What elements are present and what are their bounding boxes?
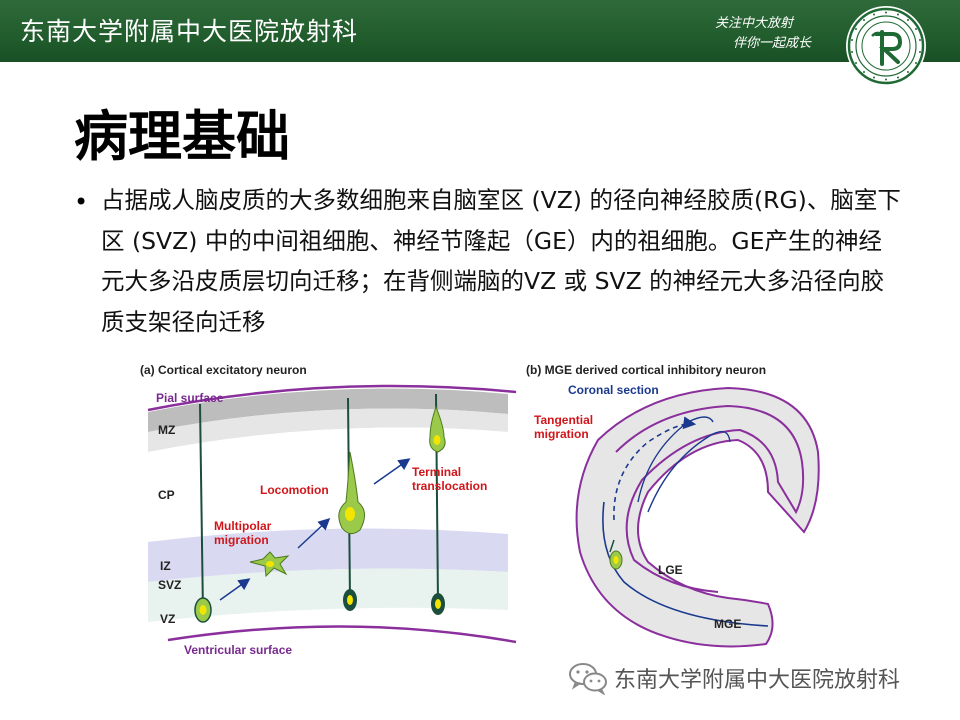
tangential-migration-label-2: migration xyxy=(534,427,589,441)
hospital-logo xyxy=(846,6,926,86)
wechat-icon xyxy=(569,663,607,695)
panel-a-title: (a) Cortical excitatory neuron xyxy=(140,363,307,377)
layer-svz-label: SVZ xyxy=(158,578,181,592)
page-title: 病理基础 xyxy=(74,105,290,168)
slogan-line-2: 伴你一起成长 xyxy=(733,36,812,51)
layer-mz-label: MZ xyxy=(158,423,175,437)
mge-label: MGE xyxy=(714,617,741,631)
header-title: 东南大学附属中大医院放射科 xyxy=(20,17,359,46)
bullet-text: 占据成人脑皮质的大多数细胞来自脑室区 (VZ) 的径向神经胶质(RG)、脑室下区… xyxy=(101,186,901,336)
terminal-translocation-label-1: Terminal xyxy=(412,465,461,479)
multipolar-migration-label-2: migration xyxy=(214,533,269,547)
watermark-text: 东南大学附属中大医院放射科 xyxy=(614,668,901,693)
lge-label: LGE xyxy=(658,563,683,577)
bullet-marker: • xyxy=(74,188,89,216)
tangential-migration-label-1: Tangential xyxy=(534,413,593,427)
locomotion-label: Locomotion xyxy=(260,483,329,497)
coronal-brain-section xyxy=(575,386,820,648)
neuron-migration-figure: (a) Cortical excitatory neuron Pial surf… xyxy=(128,352,828,662)
multipolar-migration-label-1: Multipolar xyxy=(214,519,272,533)
header-slogan: 关注中大放射 伴你一起成长 xyxy=(715,14,811,54)
radial-glia-soma-1 xyxy=(343,589,357,611)
locomoting-neuron xyxy=(338,451,365,534)
layer-vz-label: VZ xyxy=(160,612,175,626)
multipolar-neuron xyxy=(249,551,290,578)
terminal-translocation-label-2: translocation xyxy=(412,479,487,493)
panel-b-title: (b) MGE derived cortical inhibitory neur… xyxy=(526,363,766,377)
ventricular-surface-label: Ventricular surface xyxy=(184,643,292,657)
slogan-line-1: 关注中大放射 xyxy=(715,16,794,31)
translocating-neuron xyxy=(429,405,446,453)
pial-surface-label: Pial surface xyxy=(156,391,224,405)
layer-cp-label: CP xyxy=(158,488,175,502)
watermark: 东南大学附属中大医院放射科 xyxy=(568,660,900,696)
migration-arrows xyxy=(219,458,411,601)
layer-iz-label: IZ xyxy=(160,559,171,573)
coronal-section-label: Coronal section xyxy=(568,383,659,397)
radial-glia-soma-2 xyxy=(431,593,445,615)
vz-progenitor-cell xyxy=(194,597,212,623)
panel-a-layers xyxy=(147,384,517,644)
header-bar: 东南大学附属中大医院放射科 关注中大放射 伴你一起成长 xyxy=(0,0,960,62)
